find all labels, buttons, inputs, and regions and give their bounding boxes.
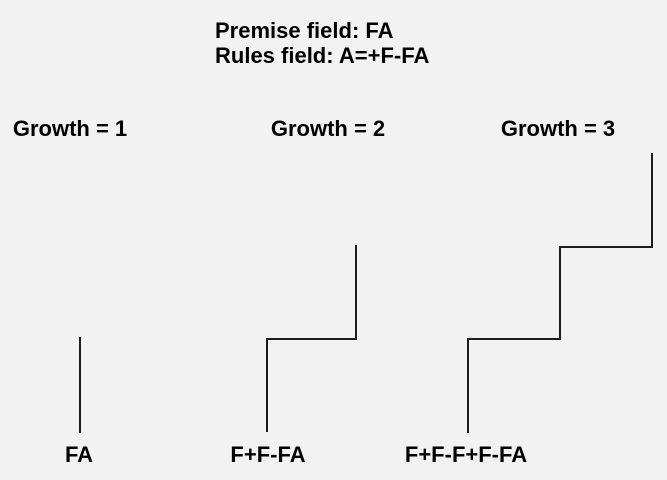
premise-field-label: Premise field: FA bbox=[215, 18, 394, 43]
growth-label-3: Growth = 3 bbox=[500, 116, 616, 141]
rules-field-label: Rules field: A=+F-FA bbox=[215, 43, 430, 68]
lsystem-path-growth-2 bbox=[266, 245, 357, 432]
growth-label-1: Growth = 1 bbox=[12, 116, 128, 141]
lsystem-path-growth-3 bbox=[467, 153, 653, 433]
result-string-1: FA bbox=[64, 442, 94, 467]
result-string-2: F+F-FA bbox=[230, 442, 306, 467]
result-string-3: F+F-F+F-FA bbox=[404, 442, 528, 467]
growth-label-2: Growth = 2 bbox=[270, 116, 386, 141]
field-settings-header: Premise field: FA Rules field: A=+F-FA bbox=[215, 18, 429, 68]
